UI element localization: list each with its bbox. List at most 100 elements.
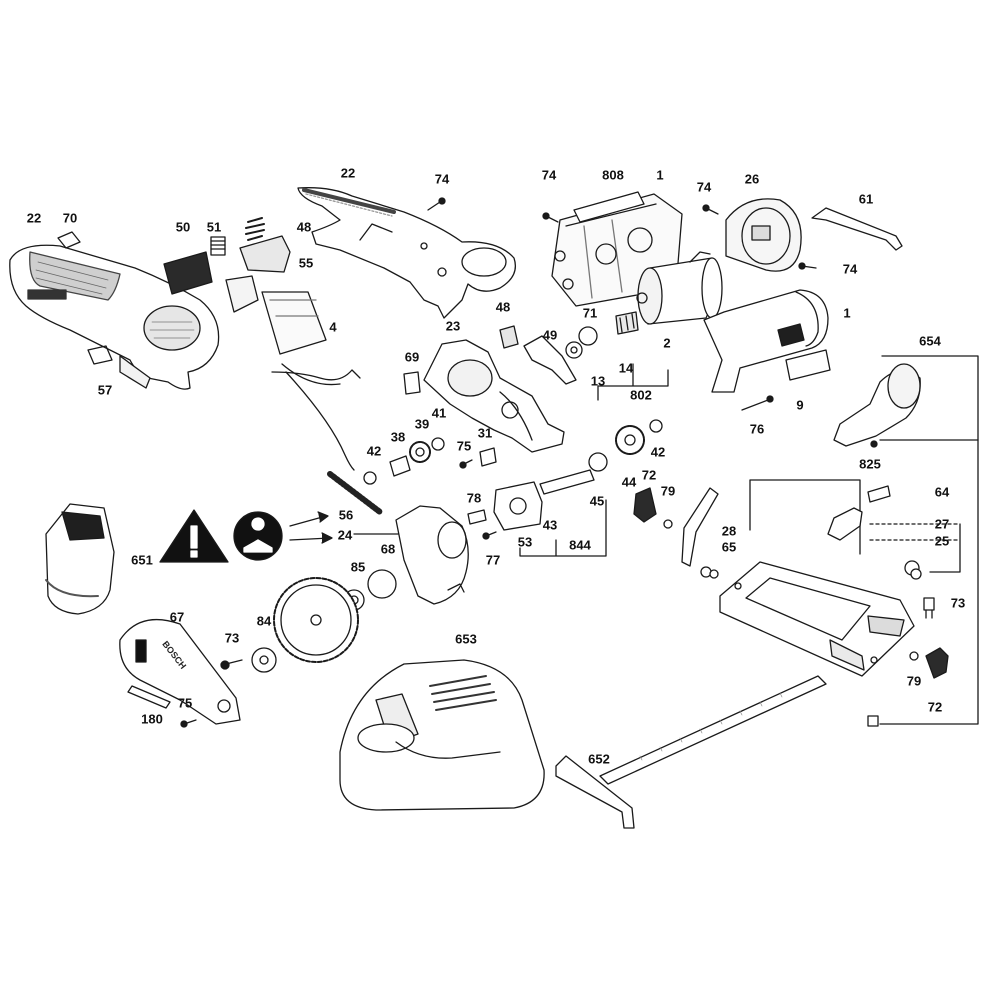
- part-label-26[interactable]: 26: [744, 171, 760, 187]
- part-label-78[interactable]: 78: [466, 490, 482, 506]
- part-label-808[interactable]: 808: [602, 167, 624, 183]
- switch-4-shape: [225, 275, 361, 471]
- part-label-76[interactable]: 76: [749, 421, 765, 437]
- label-9-shape: [785, 349, 831, 381]
- part-label-70[interactable]: 70: [62, 210, 78, 226]
- part-label-24[interactable]: 24: [337, 527, 353, 543]
- part-label-22-right[interactable]: 22: [340, 165, 356, 181]
- part-label-844[interactable]: 844: [569, 537, 591, 553]
- part-label-53[interactable]: 53: [517, 534, 533, 550]
- part-label-27[interactable]: 27: [934, 516, 950, 532]
- part-label-77[interactable]: 77: [485, 552, 501, 568]
- part-label-48-bearing[interactable]: 48: [495, 299, 511, 315]
- part-label-74-d[interactable]: 74: [842, 261, 858, 277]
- charger-653-shape: [339, 659, 545, 811]
- depth-scale-28-shape: [681, 487, 719, 567]
- bearing-41-shape: [431, 437, 445, 451]
- part-label-84[interactable]: 84: [256, 613, 272, 629]
- end-cap-26-shape: [725, 198, 802, 272]
- screw-73-shape-b: [923, 597, 935, 619]
- part-label-41[interactable]: 41: [431, 405, 447, 421]
- part-label-65[interactable]: 65: [721, 539, 737, 555]
- part-label-825[interactable]: 825: [859, 456, 881, 472]
- part-label-74-c[interactable]: 74: [696, 179, 712, 195]
- part-label-64[interactable]: 64: [934, 484, 950, 500]
- pin-78-shape: [467, 509, 487, 525]
- switch-button-55-shape: [239, 235, 291, 273]
- part-label-13[interactable]: 13: [590, 373, 606, 389]
- part-label-25[interactable]: 25: [934, 533, 950, 549]
- part-label-79-a[interactable]: 79: [660, 483, 676, 499]
- parallel-guide-ticks: [639, 692, 783, 761]
- part-label-79-b[interactable]: 79: [906, 673, 922, 689]
- part-label-39[interactable]: 39: [414, 416, 430, 432]
- screw-74-shape-c: [702, 204, 719, 215]
- spring-56-shape: [327, 471, 383, 515]
- part-label-44[interactable]: 44: [621, 474, 637, 490]
- part-label-50[interactable]: 50: [175, 219, 191, 235]
- part-label-38[interactable]: 38: [390, 429, 406, 445]
- part-label-73-right[interactable]: 73: [950, 595, 966, 611]
- part-label-49[interactable]: 49: [542, 327, 558, 343]
- pointer-arrows: [289, 511, 399, 544]
- part-label-31[interactable]: 31: [477, 425, 493, 441]
- part-label-22-left[interactable]: 22: [26, 210, 42, 226]
- part-label-51[interactable]: 51: [206, 219, 222, 235]
- pin-64-shape: [867, 485, 891, 503]
- part-label-74-b[interactable]: 74: [541, 167, 557, 183]
- part-label-43[interactable]: 43: [542, 517, 558, 533]
- spindle-43-shape: [539, 469, 595, 495]
- read-manual-icon: [233, 511, 283, 561]
- base-plate-shape: [719, 561, 915, 677]
- part-label-72-left[interactable]: 72: [641, 467, 657, 483]
- part-label-75-a[interactable]: 75: [456, 438, 472, 454]
- gear-39-shape: [409, 441, 431, 463]
- part-label-42-left[interactable]: 42: [366, 443, 382, 459]
- part-label-74-a[interactable]: 74: [434, 171, 450, 187]
- screw-75-shape-a: [459, 459, 473, 469]
- part-label-55[interactable]: 55: [298, 255, 314, 271]
- label-57-shape: [87, 345, 113, 365]
- part-label-28[interactable]: 28: [721, 523, 737, 539]
- part-label-48-spring[interactable]: 48: [296, 219, 312, 235]
- part-label-23[interactable]: 23: [445, 318, 461, 334]
- part-label-802[interactable]: 802: [630, 387, 652, 403]
- screw-bottom-shape: [867, 715, 879, 727]
- part-label-71[interactable]: 71: [582, 305, 598, 321]
- lever-72-shape: [633, 487, 657, 523]
- bearing-42-shape-b: [649, 419, 663, 433]
- part-label-73-left[interactable]: 73: [224, 630, 240, 646]
- part-label-72-right[interactable]: 72: [927, 699, 943, 715]
- part-label-68[interactable]: 68: [380, 541, 396, 557]
- rivet-25-shape: [904, 560, 922, 580]
- housing-half-right: [297, 187, 517, 319]
- gear-44-shape: [615, 425, 645, 455]
- bracket-69-shape: [403, 371, 421, 395]
- saw-blade-shape: [273, 577, 359, 663]
- part-label-9[interactable]: 9: [796, 397, 804, 413]
- part-label-45[interactable]: 45: [589, 493, 605, 509]
- part-label-61[interactable]: 61: [858, 191, 874, 207]
- battery-651-shape: [45, 503, 115, 615]
- part-label-67[interactable]: 67: [169, 609, 185, 625]
- part-label-1-top[interactable]: 1: [656, 167, 664, 183]
- part-label-75-b[interactable]: 75: [177, 695, 193, 711]
- shaft-38-shape: [389, 455, 411, 477]
- part-label-651[interactable]: 651: [131, 552, 153, 568]
- part-label-654[interactable]: 654: [919, 333, 941, 349]
- part-label-56[interactable]: 56: [338, 507, 354, 523]
- motor-housing-cover-shape: [703, 289, 829, 393]
- parallel-guide-652-shape: [555, 675, 827, 829]
- part-label-14[interactable]: 14: [618, 360, 634, 376]
- part-label-653[interactable]: 653: [455, 631, 477, 647]
- part-label-4[interactable]: 4: [329, 319, 337, 335]
- part-label-2[interactable]: 2: [663, 335, 671, 351]
- part-label-652[interactable]: 652: [588, 751, 610, 767]
- part-label-1-right[interactable]: 1: [843, 305, 851, 321]
- part-label-180[interactable]: 180: [141, 711, 163, 727]
- part-label-57[interactable]: 57: [97, 382, 113, 398]
- part-label-69[interactable]: 69: [404, 349, 420, 365]
- part-label-85[interactable]: 85: [350, 559, 366, 575]
- part-label-42-right[interactable]: 42: [650, 444, 666, 460]
